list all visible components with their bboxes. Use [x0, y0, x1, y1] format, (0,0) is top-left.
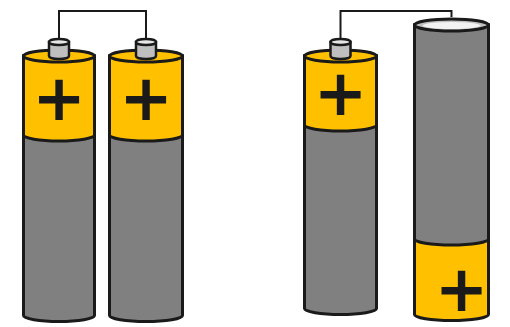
battery: + — [22, 38, 96, 323]
battery: + — [303, 38, 378, 316]
polarity-sign: + — [22, 60, 96, 136]
battery: + — [108, 38, 184, 323]
battery: + — [413, 17, 490, 322]
polarity-sign: + — [108, 60, 184, 136]
polarity-sign: + — [423, 251, 500, 327]
wire — [59, 11, 146, 38]
polarity-sign: + — [303, 55, 378, 131]
